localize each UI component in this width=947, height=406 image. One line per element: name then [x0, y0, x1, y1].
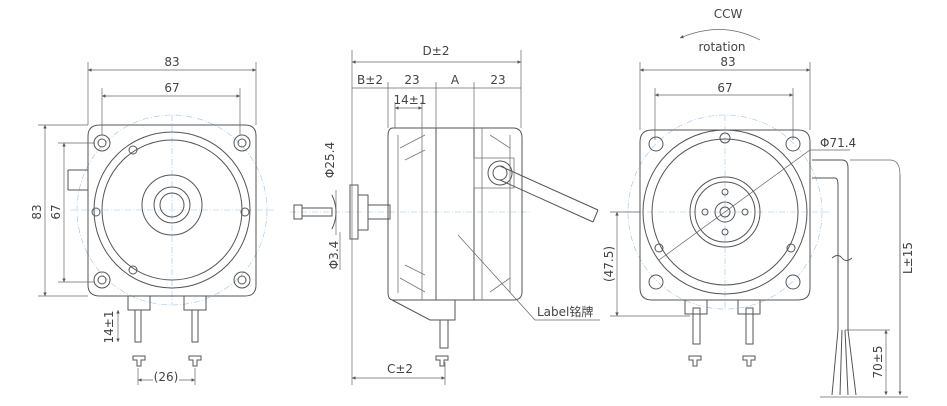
dim-width-outer: 83	[164, 55, 179, 69]
side-view: D±2 B±2 23 A 23 14±1 Φ25.4 Φ3.4 C±2 Labe…	[290, 44, 600, 385]
dim-width-inner: 67	[164, 81, 179, 95]
direction-label: CCW	[714, 7, 743, 21]
dim-c: C±2	[387, 362, 413, 376]
dim-total-depth: D±2	[423, 44, 450, 58]
dim-hub-diameter: Φ25.4	[323, 142, 337, 178]
front-view: 83 67 83 67 14±1 (26)	[30, 55, 275, 386]
rotation-label: rotation	[698, 40, 745, 54]
dim-seg2: 23	[490, 73, 505, 87]
dim-strip-length: 70±5	[871, 346, 885, 379]
dim-height-inner: 67	[49, 204, 63, 219]
dim-width-inner-rear: 67	[717, 81, 732, 95]
nameplate-label: Label铭牌	[537, 304, 593, 319]
dim-circle-diameter: Φ71.4	[820, 136, 856, 150]
dim-bracket: 14±1	[394, 93, 427, 107]
dim-terminal-length: 14±1	[102, 311, 116, 344]
dim-b: B±2	[357, 73, 383, 87]
rear-view: CCW rotation 83 67 Φ71.4 (47.5) L±15 70±…	[602, 7, 915, 398]
dim-width-outer-rear: 83	[720, 55, 735, 69]
dim-a: A	[451, 73, 460, 87]
dim-terminal-pitch: (26)	[154, 370, 179, 384]
dim-center-height: (47.5)	[602, 246, 616, 282]
dim-hole-diameter: Φ3.4	[327, 241, 341, 270]
dim-seg1: 23	[404, 73, 419, 87]
dim-height-outer: 83	[30, 204, 44, 219]
dim-lead-length: L±15	[901, 242, 915, 274]
